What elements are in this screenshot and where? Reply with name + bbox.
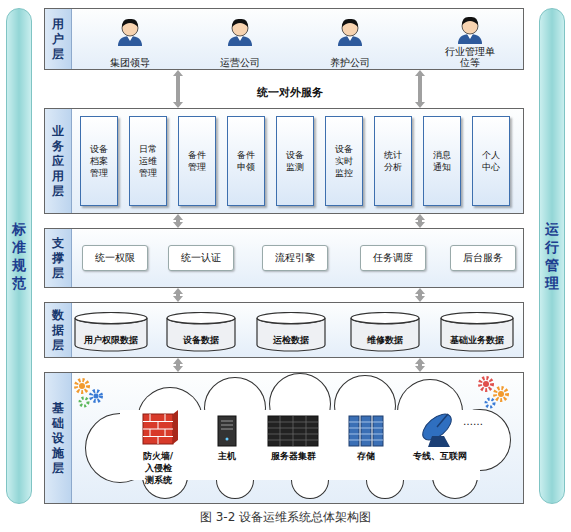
cylinder-outline: [350, 312, 420, 352]
user-label: 行业管理单位等: [442, 46, 498, 68]
support-service-box: 后台服务: [450, 245, 516, 271]
app-module-box: 备件申领: [227, 116, 265, 206]
app-module-box: 个人中心: [472, 116, 510, 206]
database-cylinder: 运检数据: [256, 312, 326, 352]
cylinder-outline: [166, 312, 236, 352]
app-module-box: 备件管理: [178, 116, 216, 206]
user-role: 养护公司: [310, 16, 390, 68]
layer-band: 统一权限 统一认证 流程引擎 任务调度 后台服务 支撑层: [44, 228, 524, 288]
biz-label: 统计分析: [384, 149, 403, 173]
database-cylinder: 设备数据: [166, 312, 236, 352]
cylinder-outline: [74, 312, 148, 352]
cyl-label: 设备数据: [166, 335, 236, 347]
cyl-label: 运检数据: [256, 335, 326, 347]
infrastructure-item: 存储: [344, 410, 388, 462]
layer-band: 设备档案管理 日常运维管理 备件管理 备件申领 设备监测 设备实时监控 统计分析 消息通知 个人…: [44, 108, 524, 214]
layer-label: 业务应用层: [51, 124, 65, 199]
sup-label: 统一权限: [95, 251, 135, 265]
double-arrow-connector: [418, 293, 422, 297]
infrastructure-item: 主机: [205, 410, 249, 462]
caption: 图 3-2 设备运维系统总体架构图: [0, 509, 571, 526]
app-module-box: 统计分析: [374, 116, 412, 206]
biz-label: 设备实时监控: [335, 143, 354, 179]
user-role: 行业管理单位等: [442, 16, 498, 68]
user-role: 集团领导: [90, 16, 170, 68]
side-band: 运行管理: [539, 8, 565, 504]
support-service-box: 流程引擎: [262, 245, 328, 271]
biz-label: 备件申领: [237, 149, 256, 173]
biz-label: 个人中心: [482, 149, 501, 173]
band-label: 标准规范: [12, 220, 27, 292]
app-module-box: 设备实时监控: [325, 116, 363, 206]
biz-label: 设备监测: [286, 149, 305, 173]
support-service-box: 任务调度: [360, 245, 426, 271]
double-arrow-connector: [176, 293, 180, 297]
double-arrow-connector: [418, 363, 422, 367]
layer-label: 用户层: [51, 17, 65, 62]
infra-label: 主机: [218, 450, 236, 462]
layer-label: 数据层: [51, 308, 65, 353]
biz-label: 日常运维管理: [139, 143, 158, 179]
sup-label: 流程引擎: [275, 251, 315, 265]
double-arrow-connector: [176, 75, 180, 103]
user-label: 养护公司: [330, 57, 370, 68]
layer-label: 支撑层: [51, 236, 65, 281]
layer-label: 基础设施层: [51, 401, 65, 476]
biz-label: 消息通知: [433, 149, 452, 173]
biz-label: 设备档案管理: [90, 143, 109, 179]
cylinder-outline: [256, 312, 326, 352]
support-service-box: 统一权限: [82, 245, 148, 271]
layer-band: 用户权限数据 设备数据 运检数据 维修数据 基础业务数据 数据层: [44, 302, 524, 358]
database-cylinder: 基础业务数据: [440, 312, 514, 352]
database-cylinder: 用户权限数据: [74, 312, 148, 352]
band-label: 运行管理: [545, 220, 560, 292]
double-arrow-connector: [176, 219, 180, 223]
layer-band: 集团领导 运营公司 养护公司 行业管理单位等 用户层: [44, 8, 524, 70]
infrastructure-item: 服务器集群: [261, 410, 325, 462]
cyl-label: 用户权限数据: [74, 335, 148, 347]
infra-label: 专线、互联网: [413, 450, 467, 462]
annotation-label: 统一对外服务: [230, 86, 350, 100]
infra-label: 防火墙/入侵检测系统: [142, 450, 174, 486]
double-arrow-connector: [418, 75, 422, 103]
sup-label: 后台服务: [463, 251, 503, 265]
side-band: 标准规范: [6, 8, 32, 504]
database-cylinder: 维修数据: [350, 312, 420, 352]
infra-label: 服务器集群: [271, 450, 316, 462]
user-label: 运营公司: [220, 57, 260, 68]
layer-band: 防火墙/入侵检测系统 主机 服务器集群 存储 专线、互联网 基础设施层: [44, 372, 524, 504]
sup-label: 任务调度: [373, 251, 413, 265]
biz-label: 备件管理: [188, 149, 207, 173]
user-label: 集团领导: [110, 57, 150, 68]
support-service-box: 统一认证: [168, 245, 234, 271]
infrastructure-item: 防火墙/入侵检测系统: [133, 410, 183, 486]
double-arrow-connector: [418, 219, 422, 223]
app-module-box: 消息通知: [423, 116, 461, 206]
infra-label: 存储: [357, 450, 375, 462]
user-role: 运营公司: [200, 16, 280, 68]
double-arrow-connector: [176, 363, 180, 367]
app-module-box: 设备档案管理: [80, 116, 118, 206]
sup-label: 统一认证: [181, 251, 221, 265]
app-module-box: 日常运维管理: [129, 116, 167, 206]
cyl-label: 维修数据: [350, 335, 420, 347]
cylinder-outline: [440, 312, 514, 352]
cyl-label: 基础业务数据: [440, 335, 514, 347]
annotation-label: ……: [458, 416, 488, 427]
app-module-box: 设备监测: [276, 116, 314, 206]
